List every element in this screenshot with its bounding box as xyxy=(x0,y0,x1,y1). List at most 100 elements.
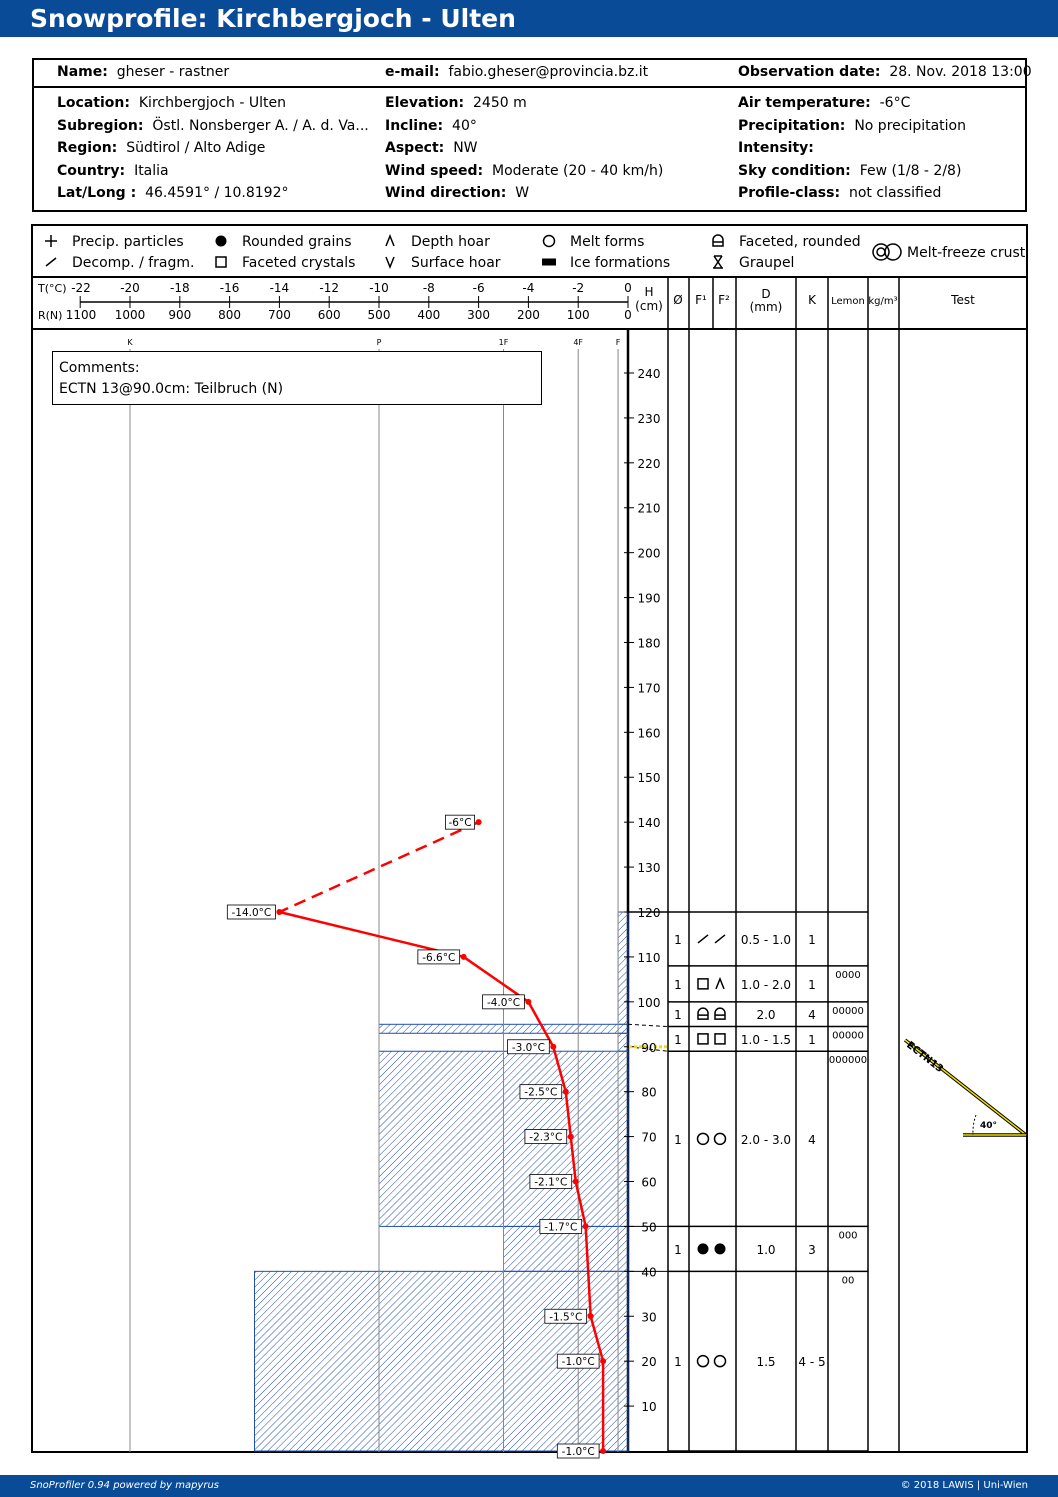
hardness-tick-label: 1F xyxy=(499,338,509,347)
temperature-point xyxy=(550,1043,557,1050)
legend-label: Surface hoar xyxy=(411,255,501,271)
layer-grain-size: 1.0 xyxy=(756,1243,775,1257)
layer-f2-faceted-rounded-icon xyxy=(714,1007,726,1020)
layer-hardness: 4 xyxy=(808,1008,816,1022)
layer-grain-count: 1 xyxy=(674,1355,682,1369)
info-value: NW xyxy=(453,140,478,156)
temperature-point xyxy=(567,1133,574,1140)
temperature-label-box xyxy=(556,1353,600,1369)
temperature-label: -1.0°C xyxy=(562,1356,595,1368)
layer-f2-caret-up-icon xyxy=(715,976,725,990)
temperature-label-box xyxy=(507,1039,550,1055)
name-label: Name: xyxy=(57,64,108,80)
h-tick-label: 90 xyxy=(641,1041,656,1055)
legend-square-icon xyxy=(215,256,227,268)
h-tick-label: 10 xyxy=(641,1400,656,1414)
layer-grain-size: 2.0 - 3.0 xyxy=(741,1133,791,1147)
legend-label: Rounded grains xyxy=(242,234,352,250)
temperature-label: -6.6°C xyxy=(422,952,455,964)
h-tick-label: 70 xyxy=(641,1131,656,1145)
h-tick-label: 170 xyxy=(638,681,661,695)
info-field: Air temperature: -6°C xyxy=(738,95,910,111)
info-label: Sky condition: xyxy=(738,162,851,179)
layer-grain-count: 1 xyxy=(674,933,682,947)
test-name: ECTN13 xyxy=(904,1040,945,1075)
column-header: F¹ xyxy=(695,293,707,307)
info-value: No precipitation xyxy=(854,117,966,134)
layer-grain-count: 1 xyxy=(674,1033,682,1047)
r-tick-label: 0 xyxy=(624,308,632,322)
t-tick-label: -4 xyxy=(522,281,534,295)
info-label: Precipitation: xyxy=(738,117,846,134)
temperature-label: -1.5°C xyxy=(549,1311,582,1323)
column-header: Lemon xyxy=(831,296,865,307)
h-tick-label: 220 xyxy=(638,457,661,471)
legend-label: Depth hoar xyxy=(411,234,490,250)
temperature-point xyxy=(276,909,283,915)
layer-lemons: 00 xyxy=(842,1275,855,1286)
legend-bar-icon xyxy=(542,258,556,266)
hardness-layer xyxy=(617,1032,629,1052)
footer: SnoProfiler 0.94 powered by mapyrus © 20… xyxy=(0,1475,1058,1497)
info-label: Wind speed: xyxy=(385,162,484,179)
temperature-label-box xyxy=(556,1443,600,1459)
h-tick-label: 230 xyxy=(638,412,661,426)
legend-slash-icon xyxy=(45,257,57,267)
legend-label: Decomp. / fragm. xyxy=(72,255,195,271)
column-header: (mm) xyxy=(750,300,783,314)
layer-grain-count: 1 xyxy=(674,1133,682,1147)
observation-date: 28. Nov. 2018 13:00 xyxy=(889,64,1032,80)
temperature-label-box xyxy=(544,1308,588,1324)
layer-lemons: 00000 xyxy=(832,1031,864,1042)
h-tick-label: 150 xyxy=(638,771,661,785)
air-temperature-line xyxy=(278,821,480,914)
layer-grain-count: 1 xyxy=(674,978,682,992)
legend-label: Faceted crystals xyxy=(242,255,355,271)
email-label: e-mail: xyxy=(385,64,440,80)
legend-circle-icon xyxy=(542,234,556,248)
info-field: Subregion: Östl. Nonsberger A. / A. d. V… xyxy=(57,118,369,134)
temperature-point xyxy=(525,998,532,1005)
h-tick-label: 100 xyxy=(638,996,661,1010)
legend-label: Ice formations xyxy=(570,255,670,271)
h-tick-label: 200 xyxy=(638,547,661,561)
legend-faceted-rounded-icon xyxy=(712,234,724,247)
observer-email: fabio.gheser@provincia.bz.it xyxy=(448,64,649,80)
legend-melt-freeze-icon xyxy=(876,247,886,257)
h-tick-label: 240 xyxy=(638,367,661,381)
hardness-layer xyxy=(617,911,629,1025)
comments-box: Comments: ECTN 13@90.0cm: Teilbruch (N) xyxy=(52,351,542,405)
info-field: Profile-class: not classified xyxy=(738,185,941,201)
temperature-label-box xyxy=(482,994,525,1010)
layer-grain-count: 1 xyxy=(674,1008,682,1022)
layer-f1-square-icon xyxy=(697,1033,709,1045)
info-label: Aspect: xyxy=(385,140,445,156)
info-field: Country: Italia xyxy=(57,163,169,179)
footer-credit: SnoProfiler 0.94 powered by mapyrus xyxy=(30,1480,220,1491)
column-header: K xyxy=(808,293,817,307)
legend-graupel-icon xyxy=(713,255,723,269)
t-tick-label: -18 xyxy=(170,281,190,295)
t-tick-label: -16 xyxy=(220,281,240,295)
temperature-label-box xyxy=(417,949,461,965)
info-label: Subregion: xyxy=(57,117,144,134)
layer-f1-circle-icon xyxy=(696,1354,710,1368)
profile-frame xyxy=(31,224,1028,1453)
layer-connector xyxy=(627,1023,669,1028)
legend-label: Faceted, rounded xyxy=(739,234,861,250)
info-label: Air temperature: xyxy=(738,95,871,111)
layer-lemons: 00000 xyxy=(832,1006,864,1017)
temperature-label: -2.3°C xyxy=(529,1132,562,1144)
temperature-label-box xyxy=(529,1174,573,1189)
info-field: Lat/Long : 46.4591° / 10.8192° xyxy=(57,185,289,201)
info-value: Östl. Nonsberger A. / A. d. Va... xyxy=(152,117,369,134)
info-field: Sky condition: Few (1/8 - 2/8) xyxy=(738,163,961,179)
info-field: Incline: 40° xyxy=(385,118,477,134)
column-header: Ø xyxy=(673,293,682,307)
layer-f2-square-icon xyxy=(714,1033,726,1045)
h-tick-label: 60 xyxy=(641,1176,656,1190)
temperature-label: -1.7°C xyxy=(544,1221,577,1233)
r-tick-label: 800 xyxy=(218,308,241,322)
